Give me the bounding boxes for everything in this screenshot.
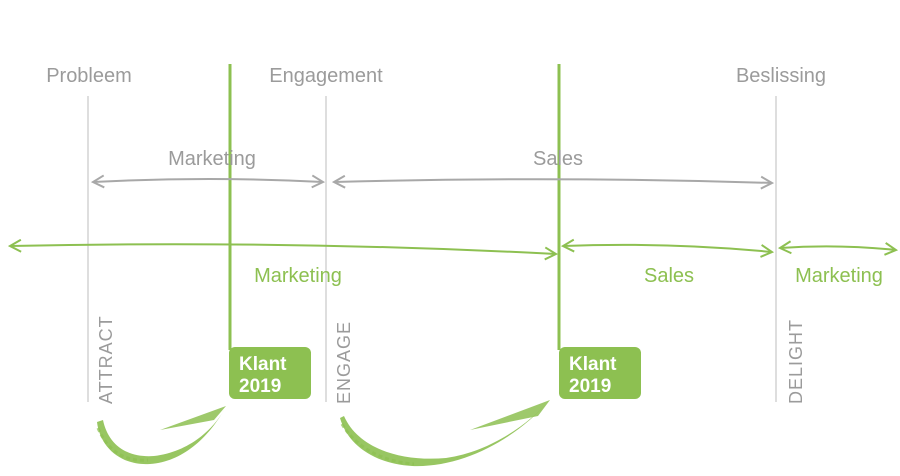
green-marketing-label: Marketing bbox=[254, 265, 342, 287]
phase-delight: DELIGHT bbox=[786, 319, 806, 404]
badge-2-line1: Klant bbox=[569, 354, 617, 375]
gray-sales-label: Sales bbox=[533, 148, 583, 170]
green-marketing-arrow-right bbox=[780, 246, 896, 250]
badge-1-line1: Klant bbox=[239, 354, 287, 375]
green-sales-label: Sales bbox=[644, 265, 694, 287]
phase-attract: ATTRACT bbox=[96, 315, 116, 404]
green-sales-arrow bbox=[563, 245, 772, 252]
green-marketing-arrow bbox=[10, 244, 556, 254]
green-marketing-label-right: Marketing bbox=[795, 265, 883, 287]
badge-2-line2: 2019 bbox=[569, 376, 611, 397]
phase-engage: ENGAGE bbox=[334, 321, 354, 404]
brush-swoosh-right bbox=[340, 400, 550, 467]
badge-1-line2: 2019 bbox=[239, 376, 281, 397]
customer-badge-1: Klant 2019 bbox=[229, 347, 311, 399]
brush-swoosh-left bbox=[96, 406, 226, 465]
stage-problem: Probleem bbox=[46, 65, 132, 87]
gray-sales-arrow bbox=[334, 179, 772, 183]
stage-engagement: Engagement bbox=[269, 65, 383, 87]
customer-badge-2: Klant 2019 bbox=[559, 347, 641, 399]
gray-marketing-arrow bbox=[93, 179, 323, 182]
gray-marketing-label: Marketing bbox=[168, 148, 256, 170]
stage-decision: Beslissing bbox=[736, 65, 826, 87]
